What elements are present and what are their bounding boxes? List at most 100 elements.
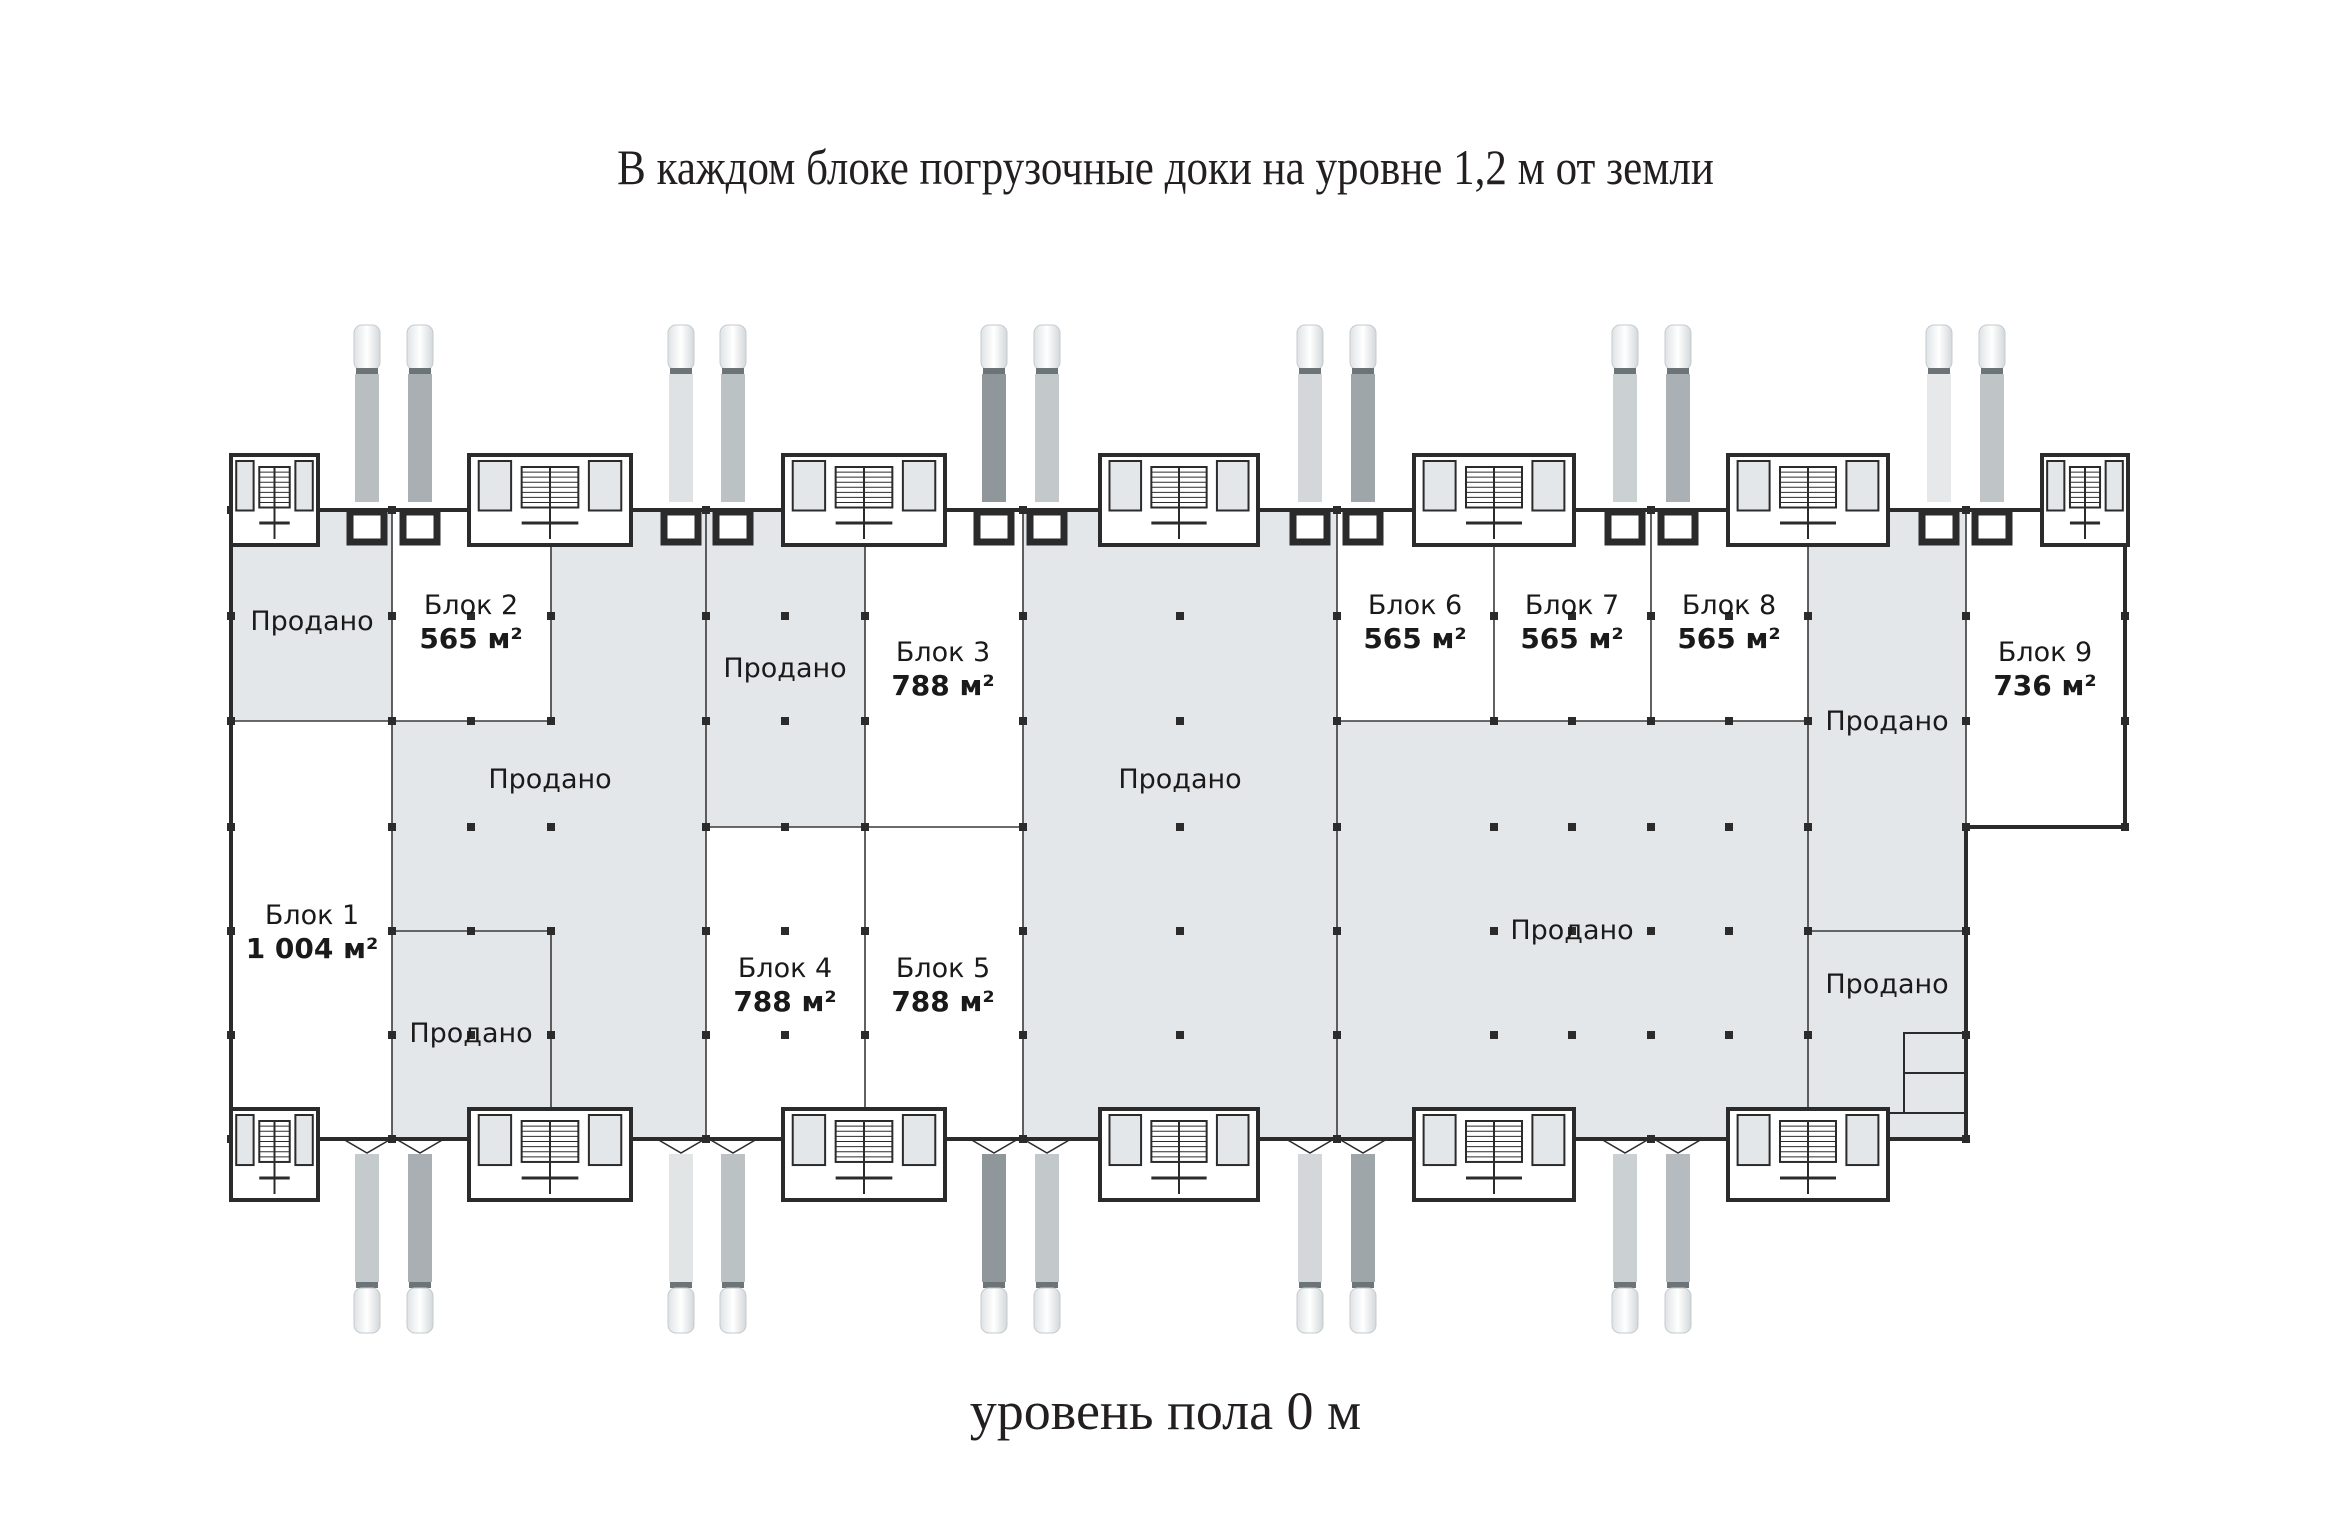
block-1-name: Блок 1 (265, 900, 359, 931)
block-6-label[interactable]: Блок 6 565 м² (1363, 590, 1466, 655)
core-room (1531, 1114, 1566, 1167)
column-marker (1019, 927, 1027, 935)
core-room (477, 460, 513, 512)
truck-hitch (409, 1282, 431, 1288)
plan-title: В каждом блоке погрузочные доки на уровн… (617, 139, 1714, 195)
truck (719, 1154, 747, 1334)
column-marker (1962, 612, 1970, 620)
truck (1033, 1154, 1061, 1334)
loading-dock (1971, 508, 2013, 546)
column-marker (467, 717, 475, 725)
loading-dock (1604, 508, 1646, 546)
column-marker (1804, 612, 1812, 620)
column-marker (1333, 717, 1341, 725)
block-5-label[interactable]: Блок 5 788 м² (891, 953, 994, 1018)
column-marker (781, 717, 789, 725)
sold-zone-label: Продано (488, 764, 611, 795)
column-marker (1490, 717, 1498, 725)
dock-door (656, 1138, 706, 1154)
column-marker (1647, 927, 1655, 935)
column-marker (1725, 823, 1733, 831)
truck (1033, 324, 1061, 502)
stair-core (467, 453, 633, 547)
truck-trailer (1035, 374, 1059, 502)
truck-trailer (669, 374, 693, 502)
available-block (706, 827, 865, 1139)
loading-dock (973, 508, 1015, 546)
stair-core (1726, 453, 1890, 547)
block-7-label[interactable]: Блок 7 565 м² (1520, 590, 1623, 655)
column-marker (781, 927, 789, 935)
truck-trailer (669, 1154, 693, 1282)
available-block (1966, 510, 2125, 827)
dock-door (342, 1138, 392, 1154)
stair-cores (229, 453, 2130, 1202)
column-marker (547, 1031, 555, 1039)
block-4-area: 788 м² (733, 985, 836, 1018)
dock-door (1022, 1138, 1072, 1154)
truck-trailer (1035, 1154, 1059, 1282)
column-marker (1019, 1031, 1027, 1039)
column-marker (861, 823, 869, 831)
column-marker (1333, 927, 1341, 935)
column-marker (1725, 927, 1733, 935)
sold-zone (1808, 510, 1966, 1139)
truck (1925, 324, 1953, 502)
truck-hitch (670, 368, 692, 374)
truck (353, 1154, 381, 1334)
truck-cab (1296, 324, 1324, 371)
truck (980, 1154, 1008, 1334)
dock-door (1600, 1138, 1650, 1154)
column-marker (1490, 823, 1498, 831)
truck-cab (1611, 1287, 1639, 1334)
sold-zone-label: Продано (1825, 969, 1948, 1000)
column-marker (1804, 927, 1812, 935)
column-marker (1019, 612, 1027, 620)
block-1-label[interactable]: Блок 1 1 004 м² (246, 900, 379, 965)
dock-door (1285, 1138, 1335, 1154)
core-room (1215, 460, 1250, 512)
column-marker (1568, 927, 1576, 935)
stair-core (781, 1107, 947, 1202)
stair-core (467, 1107, 633, 1202)
core-room (1108, 460, 1143, 512)
core-room (294, 460, 314, 512)
core-room (587, 1114, 623, 1167)
column-marker (702, 717, 710, 725)
block-2-label[interactable]: Блок 2 565 м² (419, 590, 522, 655)
column-marker (547, 612, 555, 620)
column-marker (467, 1031, 475, 1039)
column-marker (1176, 927, 1184, 935)
block-3-name: Блок 3 (896, 637, 990, 668)
block-9-area: 736 м² (1993, 669, 2096, 702)
truck (1296, 324, 1324, 502)
column-marker (702, 823, 710, 831)
truck-hitch (1036, 368, 1058, 374)
block-2-name: Блок 2 (424, 590, 518, 621)
column-marker (781, 1031, 789, 1039)
dock-door (1338, 1138, 1388, 1154)
block-3-label[interactable]: Блок 3 788 м² (891, 637, 994, 702)
dock-door (708, 1138, 758, 1154)
block-8-label[interactable]: Блок 8 565 м² (1677, 590, 1780, 655)
core-room (791, 1114, 827, 1167)
truck-cab (406, 1287, 434, 1334)
truck-cab (719, 324, 747, 371)
core-room (1215, 1114, 1250, 1167)
core-room (1845, 1114, 1880, 1167)
truck-hitch (722, 368, 744, 374)
truck-cab (980, 324, 1008, 371)
sold-zone (706, 510, 865, 827)
stair-core (1098, 1107, 1260, 1202)
truck-hitch (1614, 368, 1636, 374)
block-4-label[interactable]: Блок 4 788 м² (733, 953, 836, 1018)
block-7-name: Блок 7 (1525, 590, 1619, 621)
column-marker (1490, 612, 1498, 620)
block-6-name: Блок 6 (1368, 590, 1462, 621)
truck-cab (1978, 324, 2006, 371)
truck-hitch (1981, 368, 2003, 374)
column-marker (1019, 717, 1027, 725)
truck-trailer (1613, 374, 1637, 502)
block-9-label[interactable]: Блок 9 736 м² (1993, 637, 2096, 702)
